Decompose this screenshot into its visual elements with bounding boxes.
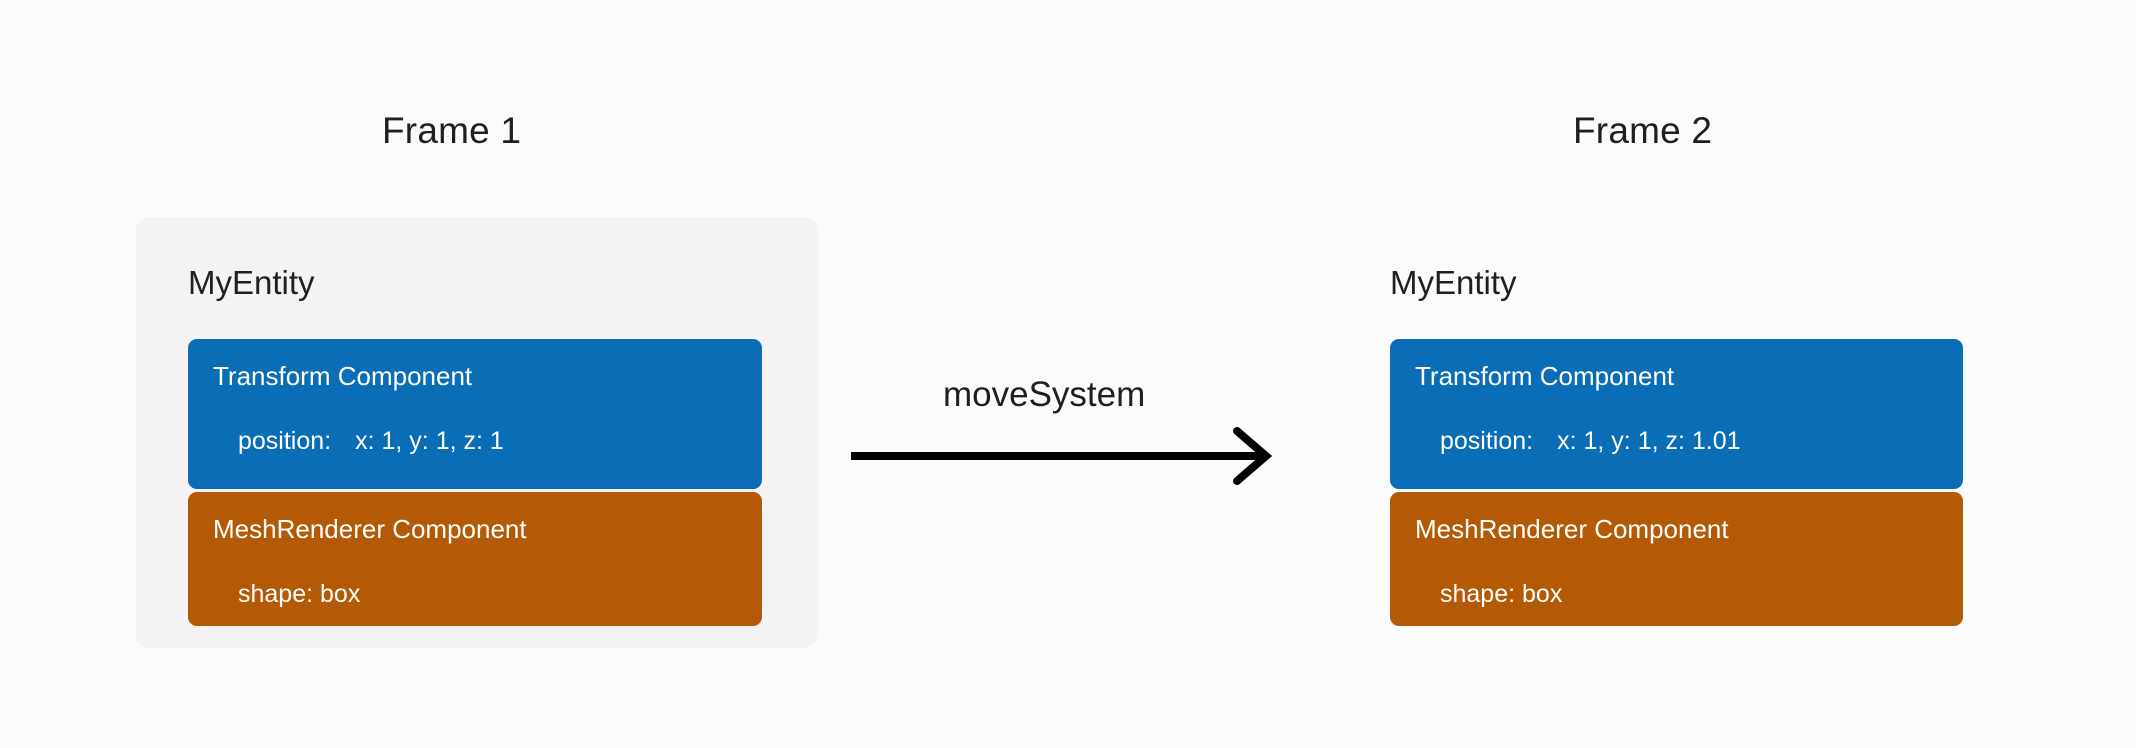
frame-1-meshrenderer-component-title: MeshRenderer Component	[213, 514, 527, 544]
frame-2-transform-field-value: x: 1, y: 1, z: 1.01	[1557, 427, 1741, 455]
frame-2-meshrenderer-component-fields: shape: box	[1440, 580, 1586, 609]
frame-2-transform-component-title: Transform Component	[1415, 361, 1675, 391]
frame-1-meshrenderer-field-key: shape: box	[238, 580, 361, 608]
frame-2-transform-field-key: position:	[1440, 427, 1534, 455]
right-arrow-icon	[851, 427, 1273, 485]
frame-1-transform-field-value: x: 1, y: 1, z: 1	[355, 427, 504, 455]
frame-1-title: Frame 1	[382, 110, 522, 151]
frame-2-transform-component-card[interactable]: Transform Component position: x: 1, y: 1,…	[1390, 339, 1963, 489]
frame-1-transform-component-title: Transform Component	[213, 361, 473, 391]
frame-2-meshrenderer-component-card[interactable]: MeshRenderer Component shape: box	[1390, 492, 1963, 626]
frame-1-transform-component-fields: position: x: 1, y: 1, z: 1	[238, 427, 504, 456]
frame-2-transform-component-fields: position: x: 1, y: 1, z: 1.01	[1440, 427, 1741, 456]
frame-2-title: Frame 2	[1573, 110, 1713, 151]
frame-1-meshrenderer-component-card[interactable]: MeshRenderer Component shape: box	[188, 492, 762, 626]
frame-2-entity-name: MyEntity	[1390, 264, 1517, 301]
frame-1-transform-component-card[interactable]: Transform Component position: x: 1, y: 1,…	[188, 339, 762, 489]
frame-1-meshrenderer-component-fields: shape: box	[238, 580, 384, 609]
frame-1-transform-field-key: position:	[238, 427, 332, 455]
frame-2-meshrenderer-component-title: MeshRenderer Component	[1415, 514, 1729, 544]
system-label: moveSystem	[943, 375, 1146, 414]
frame-2-meshrenderer-field-key: shape: box	[1440, 580, 1563, 608]
frame-1-entity-name: MyEntity	[188, 264, 315, 301]
